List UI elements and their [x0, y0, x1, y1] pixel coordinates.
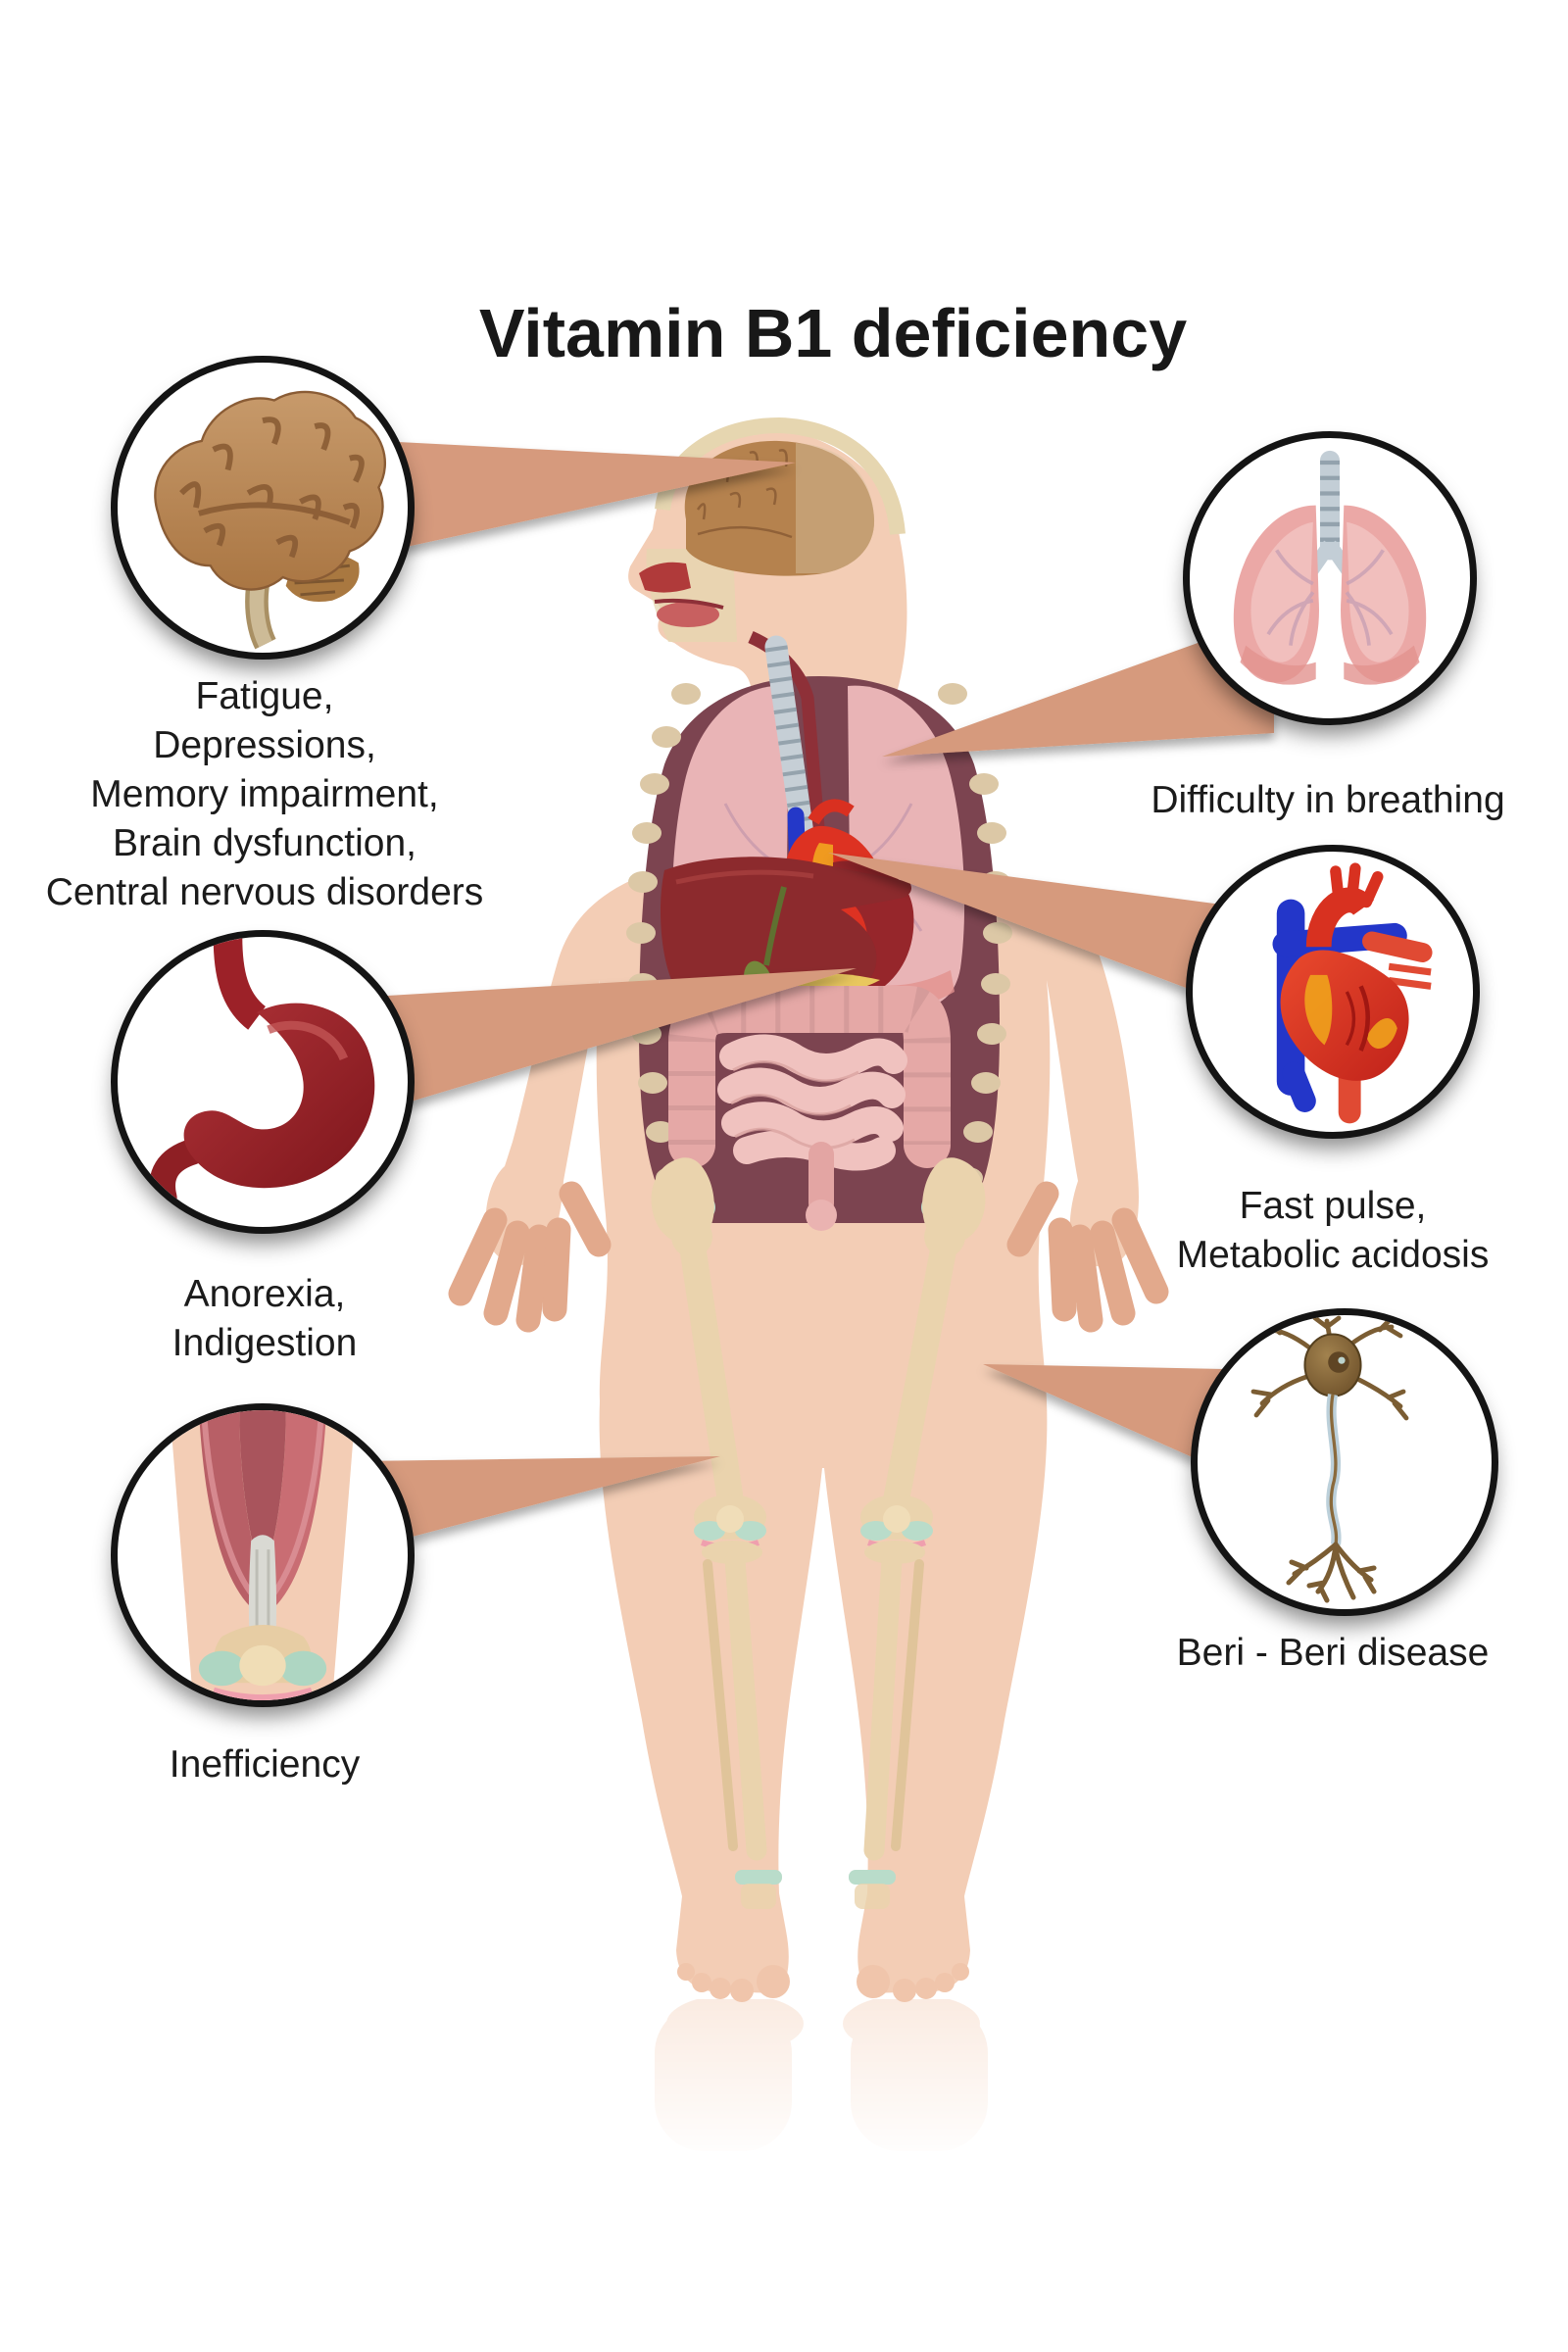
brain-connector [284, 436, 796, 573]
mouth-line [654, 598, 724, 610]
lungs-image [1233, 450, 1427, 685]
knee-label: Inefficiency [169, 1743, 361, 1786]
floor-reflection [655, 1994, 988, 2151]
heart-image [1272, 862, 1433, 1124]
brain-sulci [696, 449, 793, 539]
heart-callout-circle [1186, 845, 1480, 1139]
nasal-cavity [639, 562, 691, 593]
left-hand-fingers [448, 1181, 612, 1333]
liver [661, 857, 911, 1013]
stomach-callout-circle [111, 930, 415, 1234]
intestine-lines [730, 1060, 859, 1150]
knee-callout-circle [111, 1403, 415, 1707]
axon-terminals [1286, 1542, 1377, 1603]
stomach-connector [286, 968, 857, 1139]
brain-label: Fatigue, Depressions, Memory impairment,… [45, 675, 484, 913]
stomach-label: Anorexia, Indigestion [172, 1273, 358, 1364]
knee-muscles-image [170, 1410, 356, 1700]
heart-label: Fast pulse, Metabolic acidosis [1176, 1185, 1490, 1276]
rectum-end [806, 1200, 837, 1231]
right-hand-fingers [1006, 1181, 1169, 1333]
neuron-callout-circle [1191, 1308, 1498, 1616]
tongue [657, 602, 719, 627]
neuron-label: Beri - Beri disease [1176, 1632, 1490, 1674]
leg-bones [651, 1157, 986, 1909]
bile-duct [763, 886, 787, 966]
abdominal-organs [661, 857, 951, 1231]
heart-connector [828, 853, 1274, 1021]
brain-callout-circle [111, 356, 415, 660]
page-title: Vitamin B1 deficiency [478, 295, 1188, 371]
colon [668, 986, 951, 1168]
brain-image [154, 390, 387, 650]
lungs-callout-circle [1183, 431, 1477, 725]
dendrites [1250, 1315, 1409, 1421]
brain-shaded-half [796, 443, 875, 573]
lungs-connector [882, 615, 1274, 757]
stomach-image [149, 937, 375, 1211]
neuron-image [1250, 1315, 1409, 1603]
toes [677, 1963, 969, 2002]
lungs-label: Difficulty in breathing [1151, 779, 1505, 821]
